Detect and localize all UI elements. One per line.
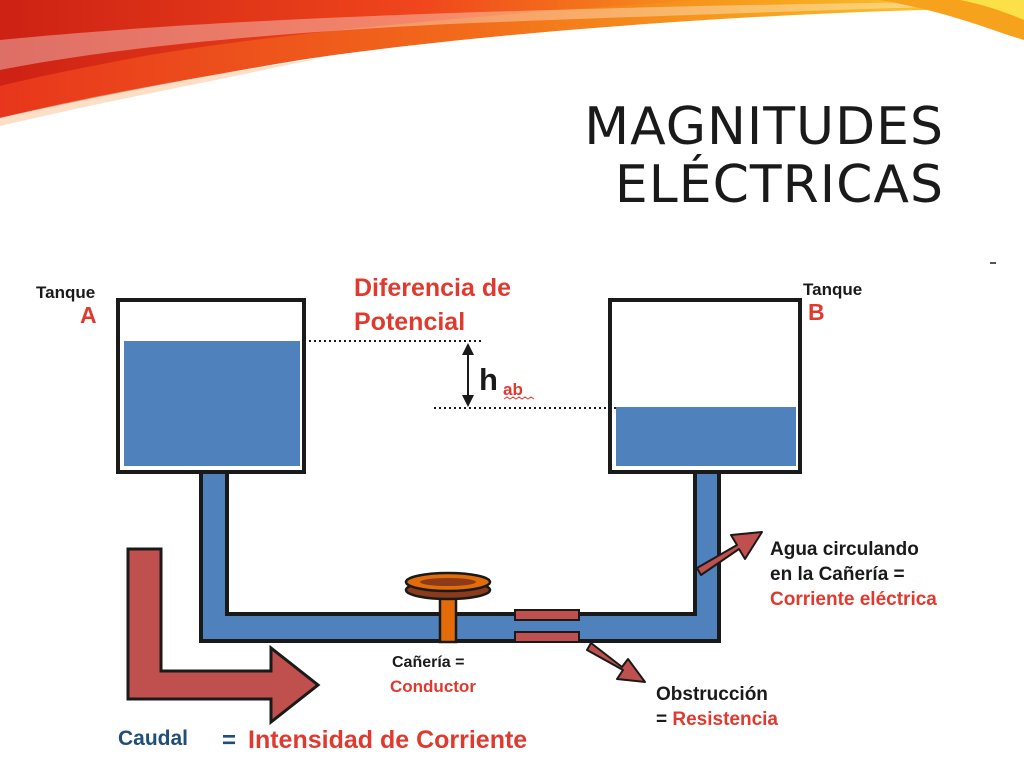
pipe <box>199 470 721 643</box>
tank-b-water <box>616 407 796 466</box>
resistance-arrow <box>586 642 646 683</box>
current-label-line2: en la Cañería = <box>770 564 905 585</box>
tank-a-label: Tanque <box>36 283 95 302</box>
flow-meaning: Intensidad de Corriente <box>248 726 527 754</box>
height-subscript: ab <box>503 380 523 399</box>
flow-term: Caudal <box>118 727 188 750</box>
slide-title-line2: ELÉCTRICAS <box>614 155 944 215</box>
resistance-label-line1: Obstrucción <box>656 684 768 705</box>
tank-b-letter: B <box>808 299 825 325</box>
potential-label-line1: Diferencia de <box>354 274 511 302</box>
current-label-line1: Agua circulando <box>770 539 919 560</box>
resistance-label-prefix: = <box>656 709 672 730</box>
conductor-label-line2: Conductor <box>390 677 476 696</box>
height-arrow <box>462 343 474 407</box>
subscript-underline <box>503 396 535 400</box>
tank-a-letter: A <box>80 302 97 328</box>
flow-arrow <box>126 547 321 726</box>
conductor-label-line1: Cañería = <box>392 654 464 671</box>
potential-label-line2: Potencial <box>354 308 465 336</box>
height-symbol: h <box>479 362 498 397</box>
decorative-swoosh <box>0 0 1024 126</box>
flow-equals: = <box>222 727 236 754</box>
resistance-label-highlight: Resistencia <box>672 709 778 730</box>
slide-title: MAGNITUDES ELÉCTRICAS <box>584 98 944 214</box>
slide-title-line1: MAGNITUDES <box>584 97 944 157</box>
tank-b-label: Tanque <box>803 280 862 299</box>
tank-a-water <box>124 341 300 466</box>
valve <box>404 571 492 644</box>
current-arrow <box>696 531 763 576</box>
stray-mark <box>990 262 996 264</box>
current-label-line3: Corriente eléctrica <box>770 589 937 610</box>
obstruction <box>514 609 580 643</box>
resistance-label-line2: = Resistencia <box>656 709 778 730</box>
